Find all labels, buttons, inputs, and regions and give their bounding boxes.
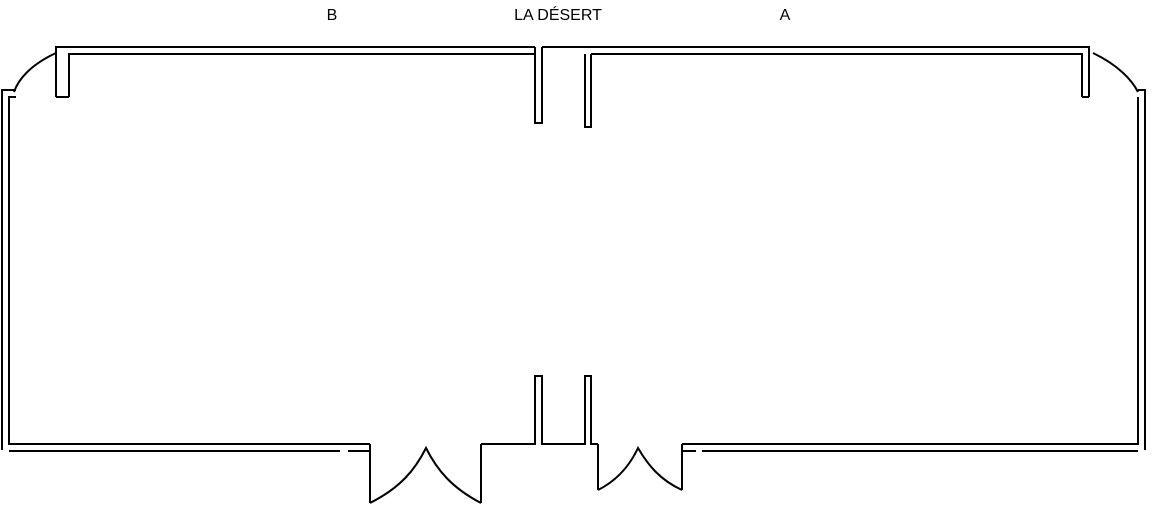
top-wall [55, 46, 1090, 128]
right-wall [682, 89, 1146, 450]
room-label-a: A [779, 7, 791, 24]
bottom-wall [9, 375, 1138, 452]
left-wall [1, 89, 370, 450]
corner-door-left [13, 52, 57, 93]
double-door-right [597, 444, 683, 491]
plan-title: LA DÉSERT [514, 7, 602, 24]
double-door-left [369, 444, 482, 504]
room-label-b: B [326, 7, 338, 24]
corner-door-right [1092, 52, 1139, 93]
